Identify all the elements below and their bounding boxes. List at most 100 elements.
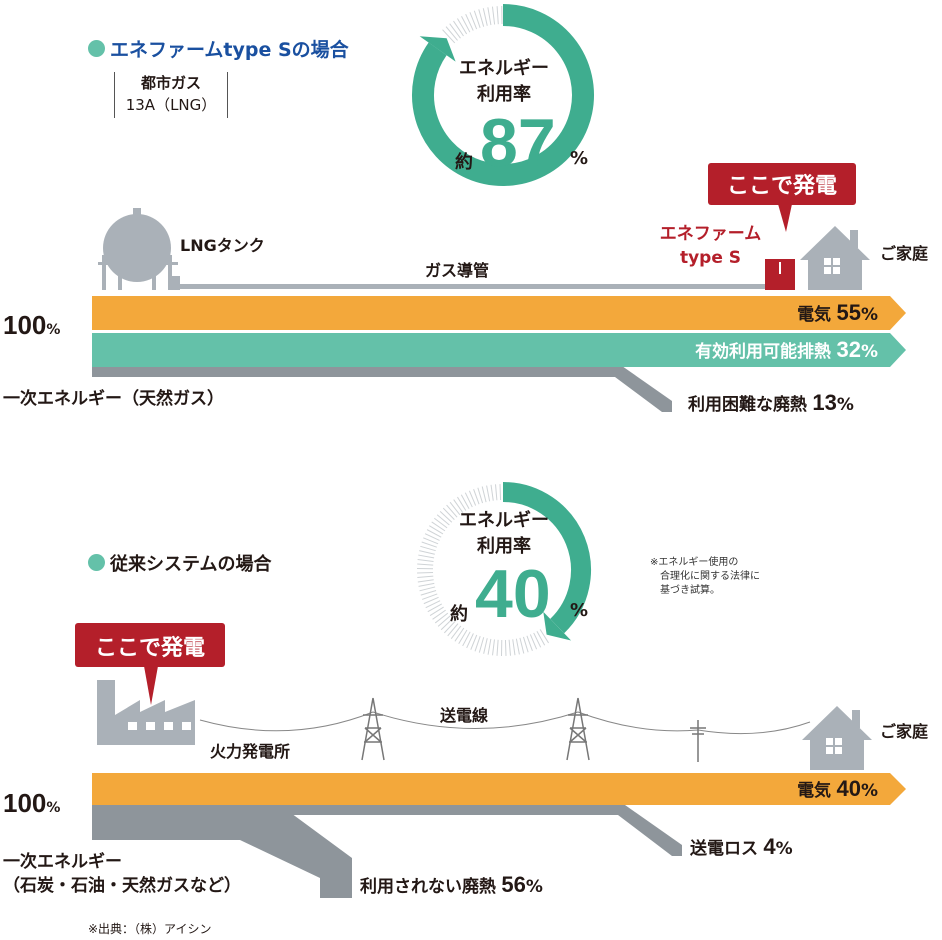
ring-tick: [496, 6, 499, 25]
enefarm-unit-icon: [765, 259, 795, 290]
source-note: ※出典：（株）アイシン: [88, 922, 212, 936]
ring-tick: [487, 638, 492, 655]
ring-tick: [492, 639, 495, 656]
ring-tick: [522, 636, 529, 653]
bullet-icon: [88, 554, 105, 571]
ring-tick: [431, 521, 446, 532]
ring-tick: [515, 638, 520, 655]
flow-label: 利用困難な廃熱: [688, 395, 807, 415]
ring-label-line1: エネルギー: [459, 58, 549, 79]
ring-tick: [419, 550, 435, 555]
ring-tick: [499, 484, 502, 501]
ring-tick: [456, 18, 468, 35]
input-unit: %: [46, 322, 61, 338]
flow-label: 利用されない廃熱: [360, 877, 496, 897]
utilization-ring-top: [412, 4, 594, 186]
ring-tick: [536, 630, 546, 646]
flow-electricity-top: 電気 55%: [797, 300, 878, 326]
home-label-bottom: ご家庭: [880, 722, 929, 741]
input-value: 100: [3, 788, 47, 818]
callout-text-bottom: ここで発電: [94, 636, 205, 661]
ring-tick: [417, 579, 434, 583]
ring-arc: [412, 4, 594, 186]
ring-tick: [423, 537, 439, 545]
fuel-bracket: 都市ガス 13A（LNG）: [114, 72, 228, 118]
ring-tick: [427, 603, 443, 613]
ring-tick: [457, 496, 467, 511]
ring-tick: [469, 12, 478, 30]
transmission-loss-flow: [280, 805, 682, 856]
ring-tick: [447, 623, 459, 637]
ring-label-top: エネルギー 利用率: [445, 56, 563, 108]
power-line-label: 送電線: [440, 706, 489, 725]
ring-tick: [419, 586, 436, 592]
calculation-note: ※エネルギー使用の 合理化に関する法律に 基づき試算。: [650, 556, 760, 598]
ring-tick: [496, 639, 499, 656]
flow-unit: %: [860, 781, 878, 801]
unit-label-line2: type S: [679, 248, 742, 268]
flow-unit: %: [525, 877, 543, 897]
ring-tick: [434, 517, 448, 529]
waste-heat-flow-top: [92, 366, 672, 412]
ring-tick: [426, 529, 442, 538]
ring-label-line2: 利用率: [477, 84, 531, 105]
unit-label-line1: エネファーム: [659, 224, 762, 244]
factory-icon: [97, 680, 195, 745]
input-value: 100: [3, 310, 47, 340]
gas-pipe: [175, 284, 770, 289]
ring-tick: [417, 563, 434, 566]
flow-waste-bottom: 利用されない廃熱 56%: [360, 872, 543, 898]
heat-flow-top: [92, 333, 906, 367]
flow-value: 13: [812, 390, 837, 415]
section-title-conventional: 従来システムの場合: [110, 554, 272, 575]
ring-tick: [465, 13, 474, 31]
transmission-tower-icon: [361, 697, 706, 762]
callout-bottom: [75, 623, 225, 705]
home-label-top: ご家庭: [880, 244, 929, 263]
ring-tick: [462, 631, 471, 647]
flow-label: 電気: [797, 305, 832, 325]
flow-loss-bottom: 送電ロス 4%: [690, 834, 793, 860]
ring-tick: [508, 639, 511, 656]
ring-tick: [421, 541, 437, 548]
ring-tick: [437, 615, 451, 627]
ring-tick: [422, 593, 438, 600]
approx-label: 約: [455, 152, 473, 173]
flow-value: 55: [836, 300, 861, 325]
ring-tick: [474, 636, 481, 652]
tank-label: LNGタンク: [180, 236, 265, 255]
ring-tick: [519, 637, 525, 654]
ring-tick: [529, 634, 538, 650]
ring-arrowhead: [419, 36, 456, 62]
ring-tick: [486, 485, 491, 502]
ring-tick: [487, 7, 492, 26]
ring-label-line1: エネルギー: [459, 510, 549, 531]
ring-tick: [468, 490, 477, 506]
ring-tick: [539, 629, 549, 644]
flow-label: 有効利用可能排熱: [695, 342, 832, 362]
note-line: ※エネルギー使用の: [650, 557, 739, 568]
input-label-top: 一次エネルギー（天然ガス）: [3, 389, 224, 409]
ring-tick: [526, 635, 533, 651]
utilization-value-top: 87: [480, 105, 556, 181]
enefarm-label: エネファーム type S: [648, 222, 773, 270]
ring-tick: [473, 489, 480, 505]
electricity-flow-top: [92, 296, 906, 330]
ring-tick: [482, 8, 488, 26]
ring-tick: [504, 639, 507, 656]
ring-tick: [436, 514, 450, 526]
flow-electricity-bottom: 電気 40%: [797, 776, 878, 802]
fuel-subtype: 13A（LNG）: [125, 96, 217, 114]
flow-unit: %: [775, 839, 793, 859]
ring-tick: [417, 571, 434, 574]
home-icon: [800, 226, 870, 290]
utilization-ring-bottom: [417, 482, 591, 656]
approx-label: 約: [450, 604, 468, 625]
ring-tick: [490, 484, 494, 501]
input-label-line1: 一次エネルギー: [3, 852, 122, 872]
ring-arrowhead: [543, 611, 572, 641]
utilization-value-bottom: 40: [475, 556, 551, 632]
ring-tick: [425, 600, 441, 609]
